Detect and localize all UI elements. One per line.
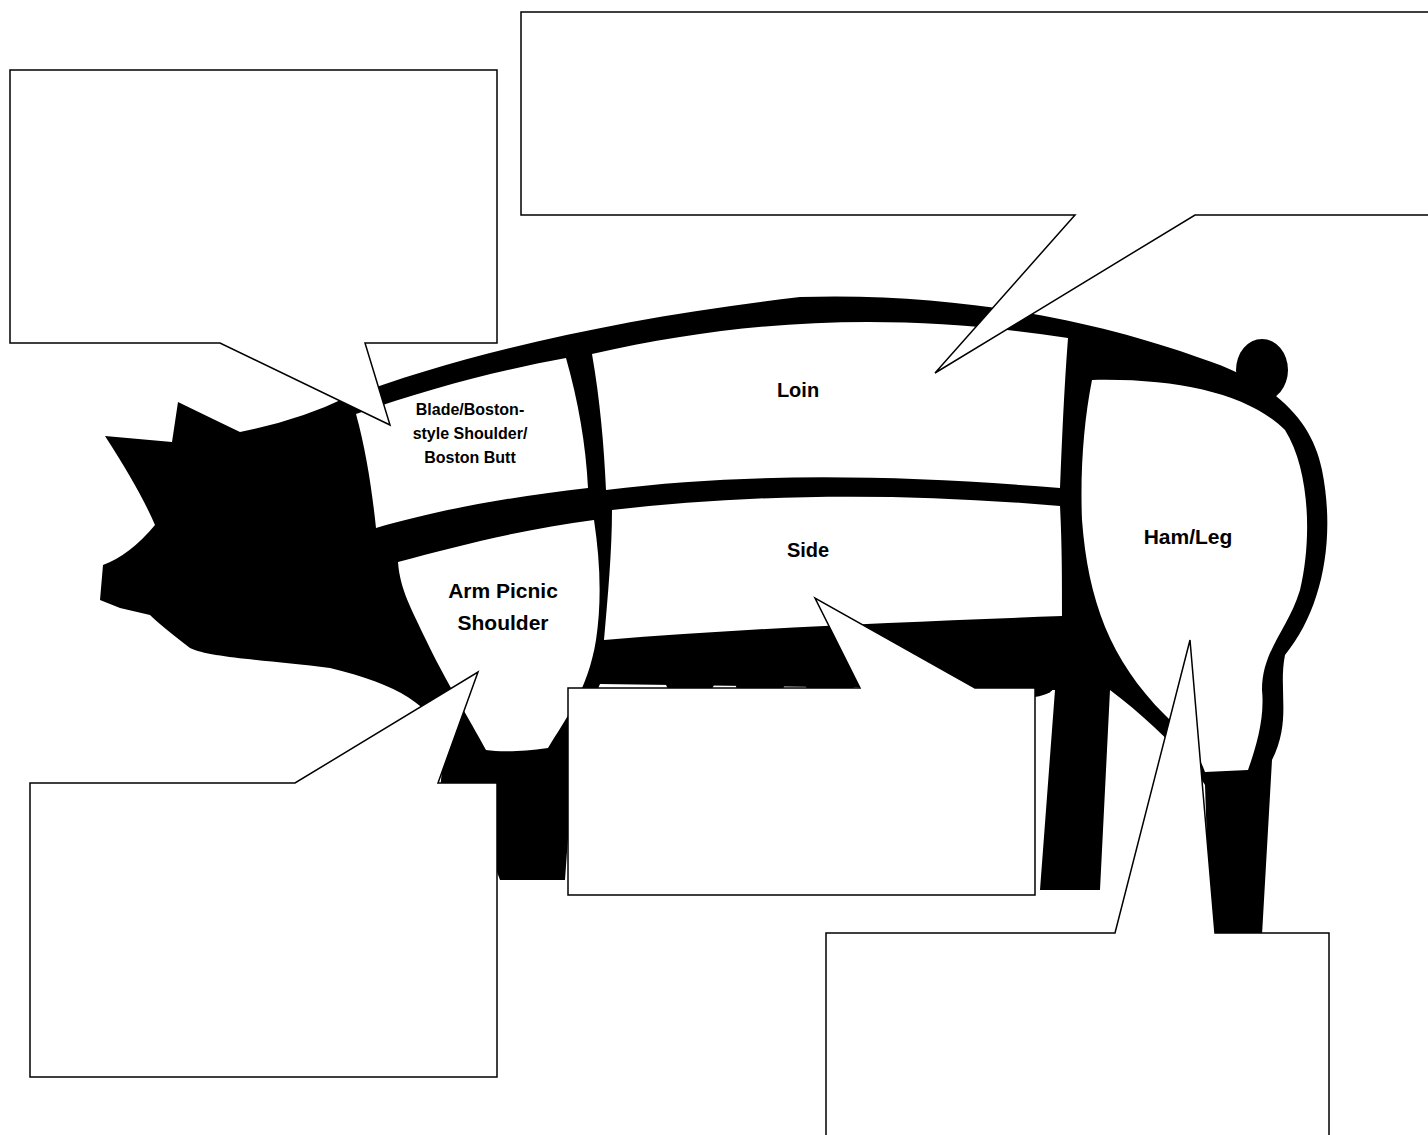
cut-region: Arm Picnic Shoulder: [396, 518, 606, 754]
pig-silhouette: [100, 296, 1327, 935]
empty-callout: [521, 12, 1428, 373]
region-outline: [1080, 376, 1314, 774]
empty-callout: [568, 598, 1035, 895]
cut-region: Blade/Boston- style Shoulder/ Boston But…: [354, 356, 590, 530]
belly-teat: [806, 675, 854, 697]
region-fill: [592, 322, 1068, 490]
belly-teat: [666, 673, 714, 695]
empty-callout: [10, 70, 497, 425]
region-fill: [1081, 380, 1307, 772]
region-outline: [396, 518, 606, 754]
region-fill: [356, 358, 588, 528]
belly-teat: [876, 675, 924, 697]
region-outline: [590, 312, 1072, 492]
cut-region: Side: [602, 490, 1064, 642]
belly-teat: [946, 675, 994, 697]
region-outline: [354, 356, 590, 530]
pig-tail: [1236, 339, 1288, 401]
cut-label: Arm Picnic Shoulder: [433, 575, 573, 639]
cut-region: Loin: [590, 312, 1072, 492]
empty-callout: [826, 640, 1329, 1135]
cut-label: Blade/Boston- style Shoulder/ Boston But…: [406, 398, 534, 470]
region-fill: [604, 497, 1062, 640]
cut-label: Ham/Leg: [1118, 524, 1258, 550]
region-fill: [398, 520, 600, 751]
belly-teat: [1006, 675, 1054, 697]
cut-label: Loin: [738, 378, 858, 402]
region-outline: [602, 490, 1064, 642]
empty-callout: [30, 672, 497, 1077]
cut-label: Side: [748, 538, 868, 562]
cut-region: Ham/Leg: [1080, 376, 1314, 774]
belly-teat: [736, 675, 784, 697]
